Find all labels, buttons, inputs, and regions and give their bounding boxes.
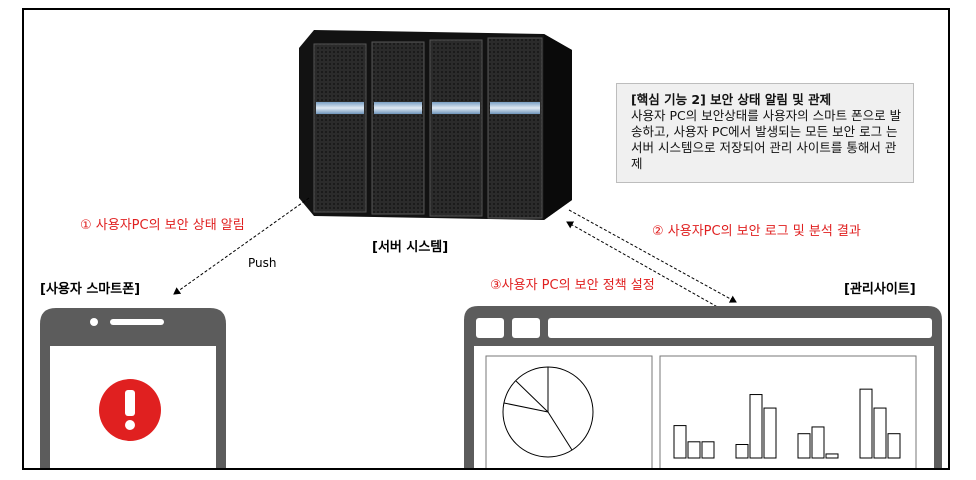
server-rack-illustration <box>299 30 572 220</box>
server-label: [서버 시스템] <box>372 240 449 255</box>
smartphone-label: [사용자 스마트폰] <box>40 282 141 297</box>
alert-icon <box>99 379 161 441</box>
speaker-icon <box>110 319 164 325</box>
bar-0-2 <box>701 441 715 459</box>
bar-3-2 <box>887 433 901 459</box>
admin-site-label: [관리사이트] <box>844 282 916 297</box>
info-box: [핵심 기능 2] 보안 상태 알림 및 관제 사용자 PC의 보안상태를 사용… <box>616 83 914 183</box>
browser-button-1 <box>476 318 504 338</box>
flow-step-3: ③사용자 PC의 보안 정책 설정 <box>490 278 655 293</box>
flow-step-1: ① 사용자PC의 보안 상태 알림 <box>80 218 245 233</box>
diagram-frame: [서버 시스템] [사용자 스마트폰] [관리사이트] Push ① 사용자PC… <box>22 8 950 470</box>
policy-arrow <box>566 221 731 315</box>
bar-1-2 <box>763 407 777 459</box>
rack-unit-2 <box>371 41 425 215</box>
log-arrow <box>568 209 737 303</box>
camera-icon <box>90 318 98 326</box>
bar-0-0 <box>673 425 687 459</box>
bar-1-1 <box>749 394 763 459</box>
bar-2-0 <box>797 433 811 459</box>
bar-chart <box>673 388 901 459</box>
push-label: Push <box>248 256 277 270</box>
flow-step-2: ② 사용자PC의 보안 로그 및 분석 결과 <box>652 224 861 239</box>
info-box-title: [핵심 기능 2] 보안 상태 알림 및 관제 <box>631 92 832 107</box>
push-arrow <box>173 197 310 295</box>
rack-unit-1 <box>313 43 367 213</box>
rack-unit-3 <box>429 39 483 217</box>
bar-2-1 <box>811 426 825 459</box>
browser-button-2 <box>512 318 540 338</box>
pie-chart <box>502 366 594 458</box>
browser-address-bar <box>548 318 932 338</box>
bar-3-1 <box>873 407 887 459</box>
bar-2-2 <box>825 453 839 459</box>
rack-unit-4 <box>487 37 543 219</box>
bar-0-1 <box>687 441 701 459</box>
bar-3-0 <box>859 388 873 459</box>
info-box-body: 사용자 PC의 보안상태를 사용자의 스마트 폰으로 발송하고, 사용자 PC에… <box>631 108 902 171</box>
pie-chart-panel <box>485 355 653 468</box>
bar-1-0 <box>735 444 749 459</box>
diagram-canvas <box>40 30 942 468</box>
